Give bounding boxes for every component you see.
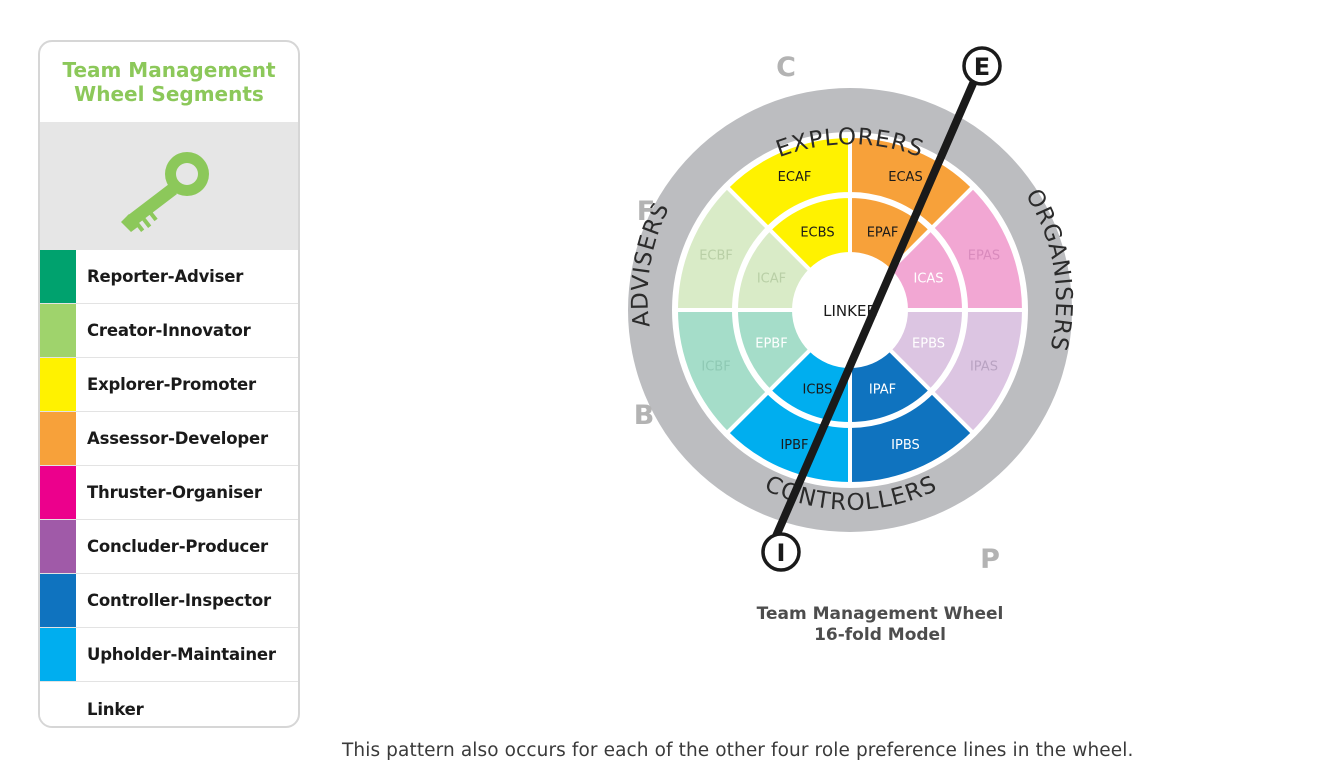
- axis-letter-b: B: [634, 400, 655, 431]
- pole-i-label: I: [777, 539, 786, 567]
- wheel-segment-label: ECBF: [699, 249, 733, 264]
- legend-item: Explorer-Promoter: [40, 358, 298, 412]
- legend-item-label: Thruster-Organiser: [87, 483, 262, 502]
- wheel-segment-label: EPBF: [755, 337, 787, 352]
- legend-panel: Team Management Wheel Segments Reporter-…: [38, 40, 300, 728]
- legend-item: Concluder-Producer: [40, 520, 298, 574]
- wheel-segment-label: ICAS: [913, 271, 943, 286]
- legend-item-label: Upholder-Maintainer: [87, 645, 276, 664]
- footnote: This pattern also occurs for each of the…: [342, 740, 1134, 761]
- legend-title-line2: Wheel Segments: [74, 82, 264, 106]
- wheel-title-line1: Team Management Wheel: [756, 604, 1004, 624]
- legend-item-label: Linker: [87, 699, 144, 719]
- wheel-segment-label: IPAF: [869, 383, 896, 398]
- wheel-segment-label: IPBS: [891, 438, 920, 453]
- wheel-segment-label: ECAF: [778, 170, 812, 185]
- wheel-segment-label: IPAS: [970, 359, 998, 374]
- wheel-title: Team Management Wheel 16-fold Model: [680, 604, 1080, 646]
- legend-item-label: Reporter-Adviser: [87, 267, 244, 286]
- legend-item-label: Assessor-Developer: [87, 429, 268, 448]
- legend-swatch: [40, 574, 76, 627]
- pole-e: E: [962, 46, 1002, 86]
- wheel-segment-label: EPBS: [912, 337, 945, 352]
- legend-item-label: Concluder-Producer: [87, 537, 268, 556]
- wheel-title-line2: 16-fold Model: [814, 625, 946, 645]
- ei-axis-line: [766, 70, 982, 552]
- axis-letter-c: C: [776, 52, 796, 83]
- wheel-segment-label: ECAS: [888, 170, 922, 185]
- legend-key-panel: [40, 122, 298, 250]
- legend-swatch: [40, 628, 76, 681]
- legend-swatch: [40, 520, 76, 573]
- legend-swatch: [40, 358, 76, 411]
- axis-letter-f: F: [637, 196, 655, 227]
- wheel-segment-label: ICBF: [701, 359, 730, 374]
- legend-swatch: [40, 250, 76, 303]
- legend-item: Assessor-Developer: [40, 412, 298, 466]
- inner-ring: EPAF ICAS EPBS IPAF ICBS EPBF ICAF ECBS: [733, 193, 967, 427]
- legend-item-label: Explorer-Promoter: [87, 375, 256, 394]
- legend-item: Linker: [40, 682, 298, 726]
- legend-item: Reporter-Adviser: [40, 250, 298, 304]
- key-icon: [121, 152, 209, 232]
- legend-swatch: [40, 304, 76, 357]
- wheel-segment-label: EPAF: [867, 225, 899, 240]
- wheel-segment-label: ICAF: [757, 271, 786, 286]
- legend-swatch: [40, 412, 76, 465]
- wheel-segment-label: ECBS: [800, 225, 834, 240]
- pole-e-label: E: [974, 53, 990, 81]
- wheel-segment-label: EPAS: [968, 249, 1000, 264]
- wheel-segment-label: IPBF: [780, 438, 808, 453]
- legend-item: Upholder-Maintainer: [40, 628, 298, 682]
- legend-item: Thruster-Organiser: [40, 466, 298, 520]
- legend-item-label: Creator-Innovator: [87, 321, 251, 340]
- legend-swatch: [40, 682, 76, 726]
- legend-item-label: Controller-Inspector: [87, 591, 271, 610]
- pole-i: I: [761, 532, 801, 572]
- wheel-segment-label: ICBS: [803, 383, 833, 398]
- legend-title: Team Management Wheel Segments: [40, 42, 298, 122]
- axis-letter-p: P: [980, 544, 1000, 575]
- legend-title-line1: Team Management: [62, 58, 276, 82]
- legend-swatch: [40, 466, 76, 519]
- linker-label: LINKER: [823, 302, 877, 320]
- legend-item: Creator-Innovator: [40, 304, 298, 358]
- legend-item: Controller-Inspector: [40, 574, 298, 628]
